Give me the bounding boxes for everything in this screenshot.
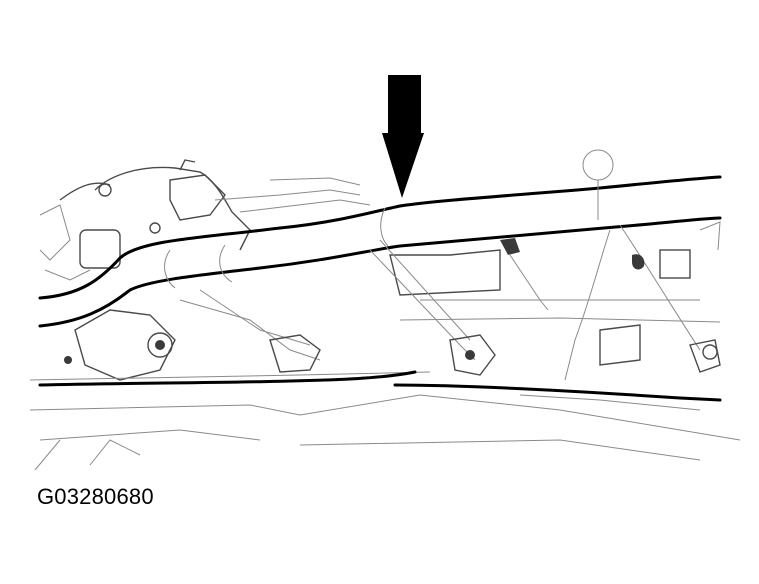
right-component-cluster [393,149,722,402]
arrow-down-icon [382,75,424,198]
lower-left-cluster [29,289,431,471]
middle-frame [299,238,741,461]
figure-id-label: G03280680 [37,484,154,509]
main-tube [38,175,722,328]
left-component-cluster [39,159,371,281]
